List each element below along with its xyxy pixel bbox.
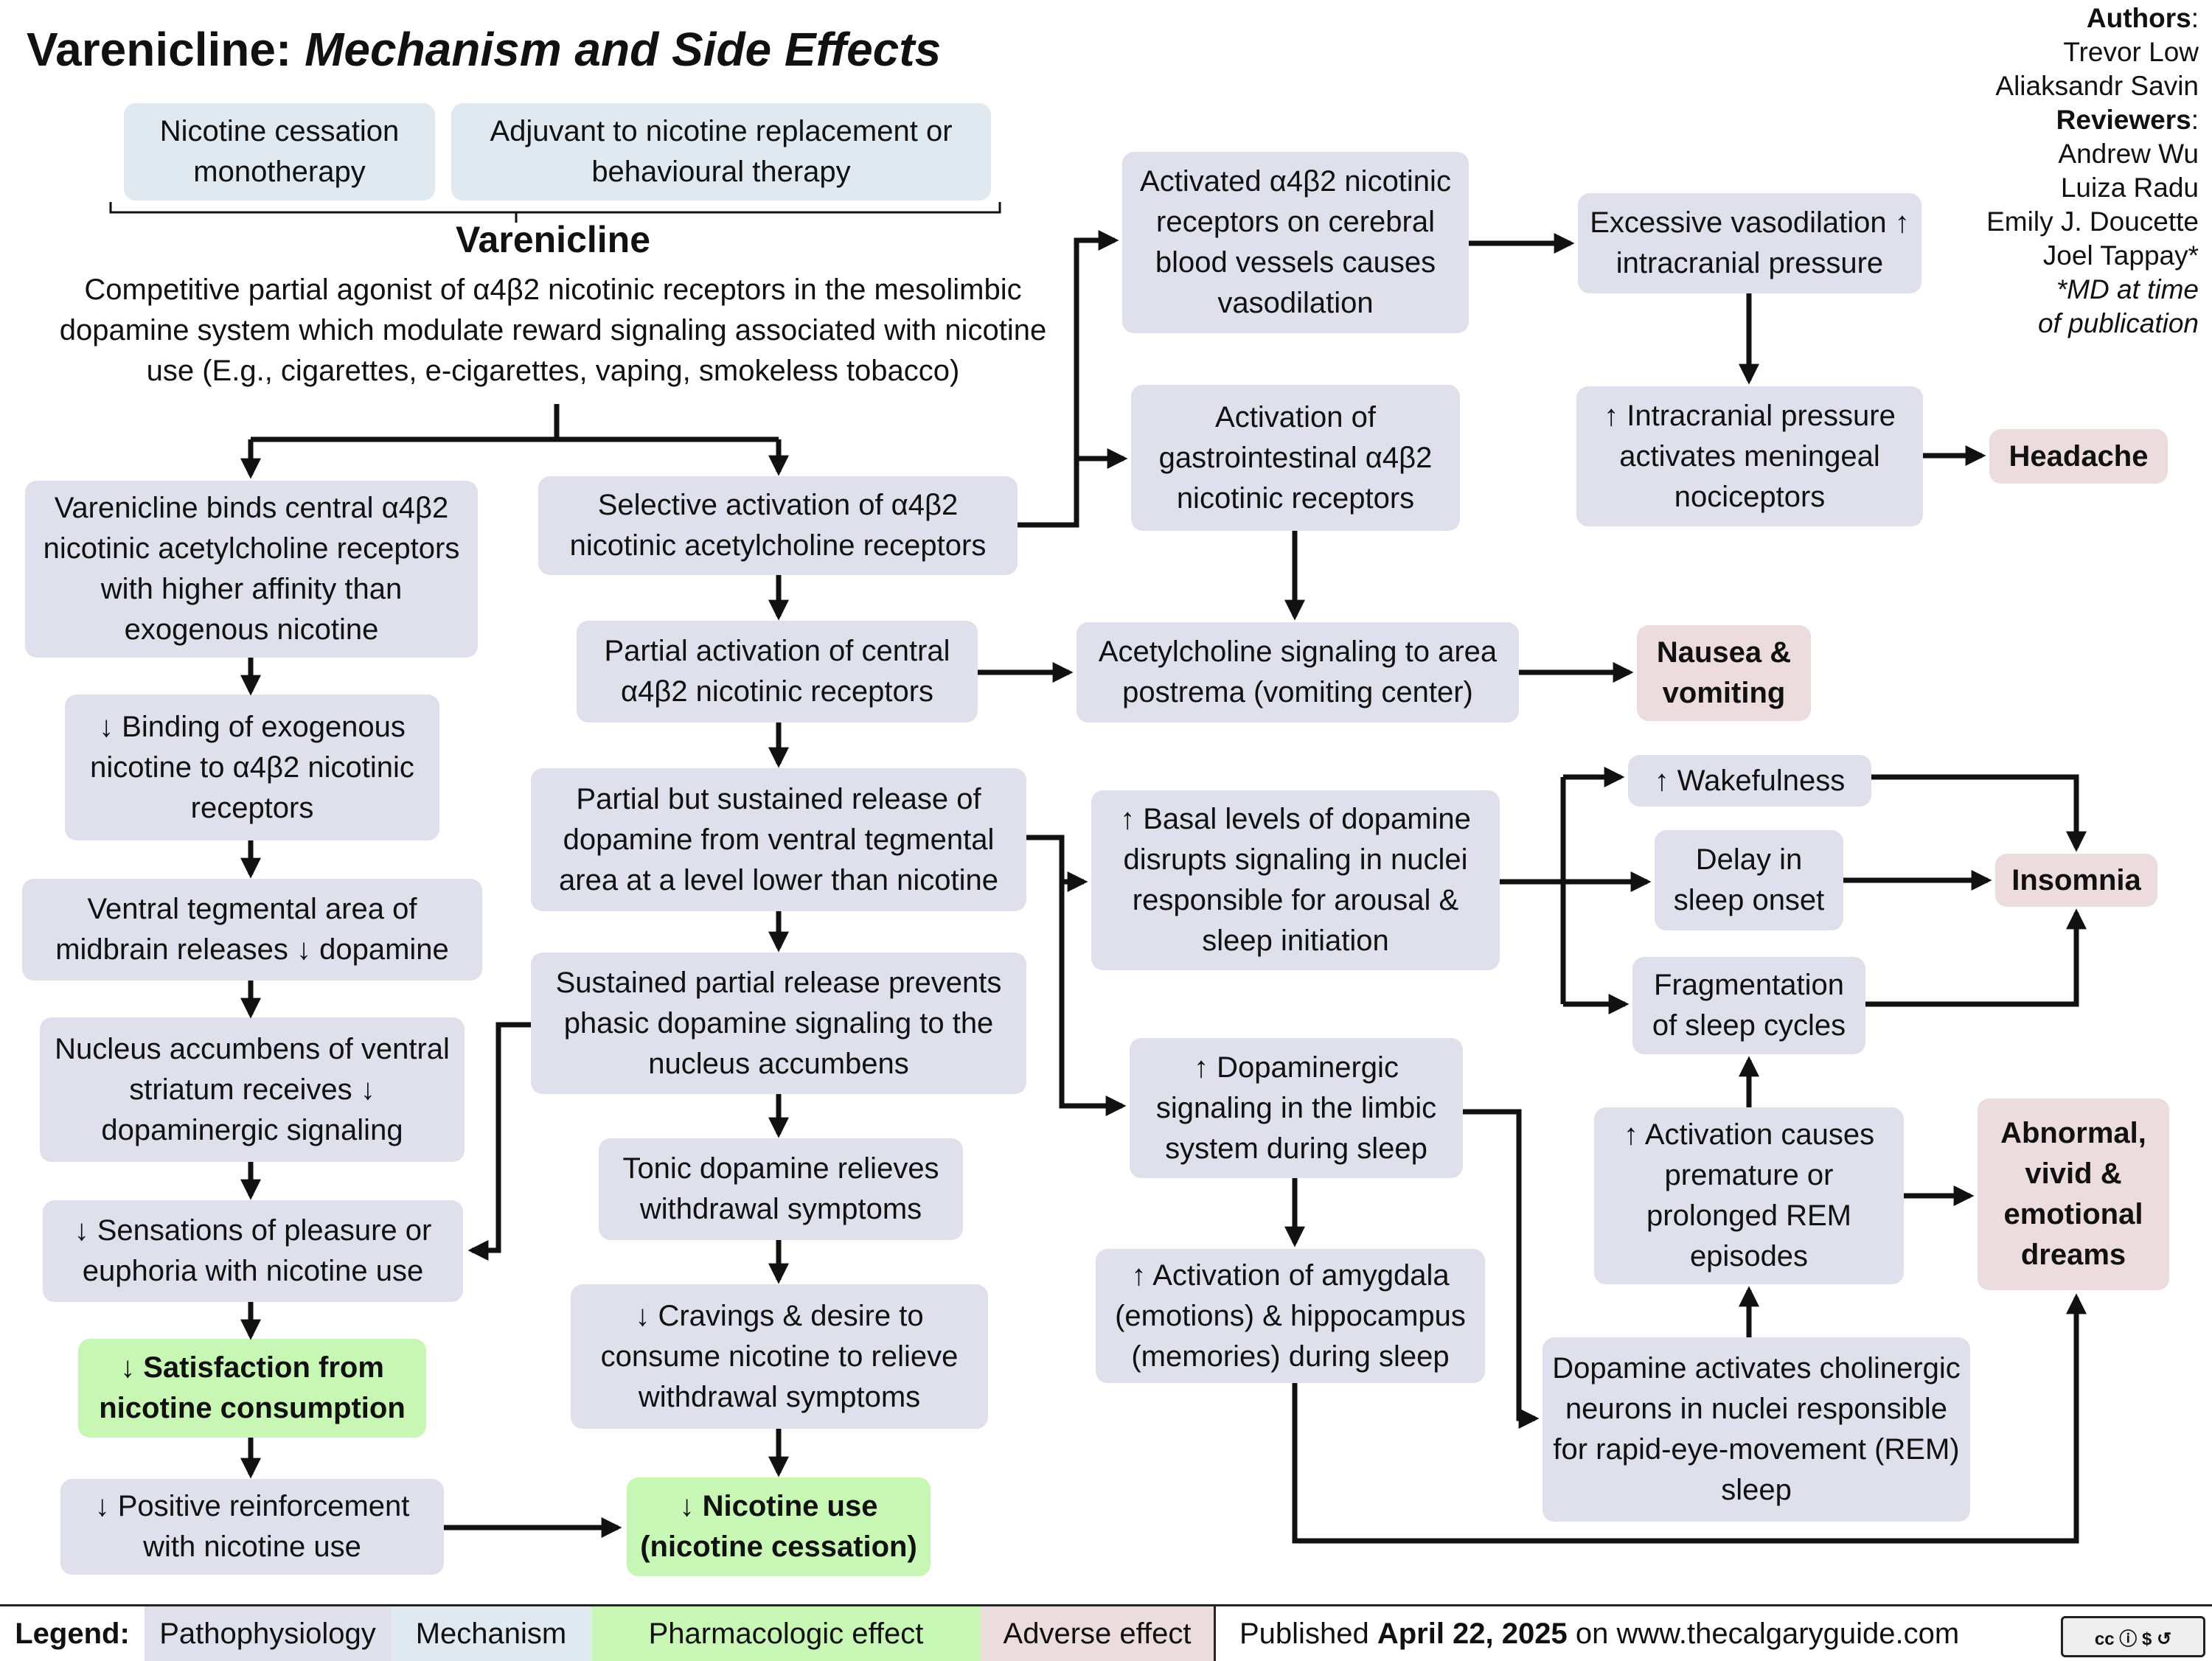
- ach-signaling-box: Acetylcholine signaling to area postrema…: [1077, 622, 1519, 722]
- satisfaction-box: ↓ Satisfaction from nicotine consumption: [78, 1339, 426, 1438]
- dreams-box: Abnormal, vivid & emotional dreams: [1978, 1098, 2169, 1290]
- wakefulness-box: ↑ Wakefulness: [1628, 755, 1871, 807]
- binds-receptors-box: Varenicline binds central α4β2 nicotinic…: [25, 481, 478, 658]
- amygdala-box: ↑ Activation of amygdala (emotions) & hi…: [1096, 1249, 1485, 1383]
- legend-adverse: Adverse effect: [981, 1606, 1214, 1661]
- nicotine-use-box: ↓ Nicotine use (nicotine cessation): [627, 1477, 931, 1576]
- cravings-box: ↓ Cravings & desire to consume nicotine …: [571, 1284, 988, 1429]
- binding-exogenous-box: ↓ Binding of exogenous nicotine to α4β2 …: [65, 694, 439, 840]
- legend-pharmacologic: Pharmacologic effect: [591, 1606, 981, 1661]
- legend-pathophysiology: Pathophysiology: [145, 1606, 391, 1661]
- creative-commons-by-nc-sa-icon: cc ⓘ $ ↺: [2061, 1616, 2205, 1657]
- legend-bar: Legend: Pathophysiology Mechanism Pharma…: [0, 1604, 2212, 1661]
- legend-label: Legend:: [15, 1617, 130, 1650]
- vasodilation-box: Activated α4β2 nicotinic receptors on ce…: [1122, 152, 1469, 333]
- reinforcement-box: ↓ Positive reinforcement with nicotine u…: [60, 1479, 444, 1575]
- pleasure-box: ↓ Sensations of pleasure or euphoria wit…: [43, 1200, 463, 1302]
- author: Trevor Low: [2063, 37, 2199, 67]
- legend-mechanism: Mechanism: [391, 1606, 591, 1661]
- page-title: Varenicline: Mechanism and Side Effects: [27, 23, 942, 76]
- indication-adjuvant: Adjuvant to nicotine replacement or beha…: [451, 103, 991, 201]
- limbic-signaling-box: ↑ Dopaminergic signaling in the limbic s…: [1130, 1038, 1463, 1178]
- cholinergic-neurons-box: Dopamine activates cholinergic neurons i…: [1543, 1337, 1970, 1522]
- authors-block: Authors: Trevor Low Aliaksandr Savin Rev…: [1986, 3, 2199, 338]
- reviewer: Luiza Radu: [2060, 173, 2199, 203]
- selective-activation-box: Selective activation of α4β2 nicotinic a…: [538, 476, 1018, 575]
- rem-activation-box: ↑ Activation causes premature or prolong…: [1594, 1107, 1904, 1284]
- partial-activation-box: Partial activation of central α4β2 nicot…: [577, 621, 978, 722]
- author: Aliaksandr Savin: [1995, 71, 2199, 101]
- headache-box: Headache: [1989, 429, 2168, 484]
- vta-dopamine-box: Ventral tegmental area of midbrain relea…: [22, 879, 482, 981]
- reviewer: Emily J. Doucette: [1986, 206, 2199, 237]
- sustained-release-box: Partial but sustained release of dopamin…: [531, 768, 1026, 911]
- reviewer: Andrew Wu: [2058, 139, 2199, 169]
- basal-dopamine-box: ↑ Basal levels of dopamine disrupts sign…: [1091, 790, 1500, 970]
- published-note: Published April 22, 2025 on www.thecalga…: [1214, 1606, 2039, 1661]
- insomnia-box: Insomnia: [1995, 854, 2157, 907]
- prevents-phasic-box: Sustained partial release prevents phasi…: [531, 953, 1026, 1094]
- indication-monotherapy: Nicotine cessation monotherapy: [124, 103, 435, 201]
- excessive-vasodilation-box: Excessive vasodilation ↑ intracranial pr…: [1578, 193, 1921, 293]
- delay-sleep-box: Delay in sleep onset: [1655, 830, 1843, 930]
- drug-name: Varenicline: [455, 219, 651, 260]
- fragmentation-box: Fragmentation of sleep cycles: [1632, 957, 1865, 1054]
- gi-activation-box: Activation of gastrointestinal α4β2 nico…: [1131, 385, 1460, 531]
- nucleus-accumbens-box: Nucleus accumbens of ventral striatum re…: [40, 1017, 465, 1162]
- tonic-dopamine-box: Tonic dopamine relieves withdrawal sympt…: [599, 1138, 963, 1240]
- icp-nociceptors-box: ↑ Intracranial pressure activates mening…: [1576, 386, 1923, 526]
- reviewer: Joel Tappay*: [2042, 240, 2199, 271]
- drug-description: Competitive partial agonist of α4β2 nico…: [59, 274, 1047, 387]
- nausea-box: Nausea & vomiting: [1637, 625, 1811, 721]
